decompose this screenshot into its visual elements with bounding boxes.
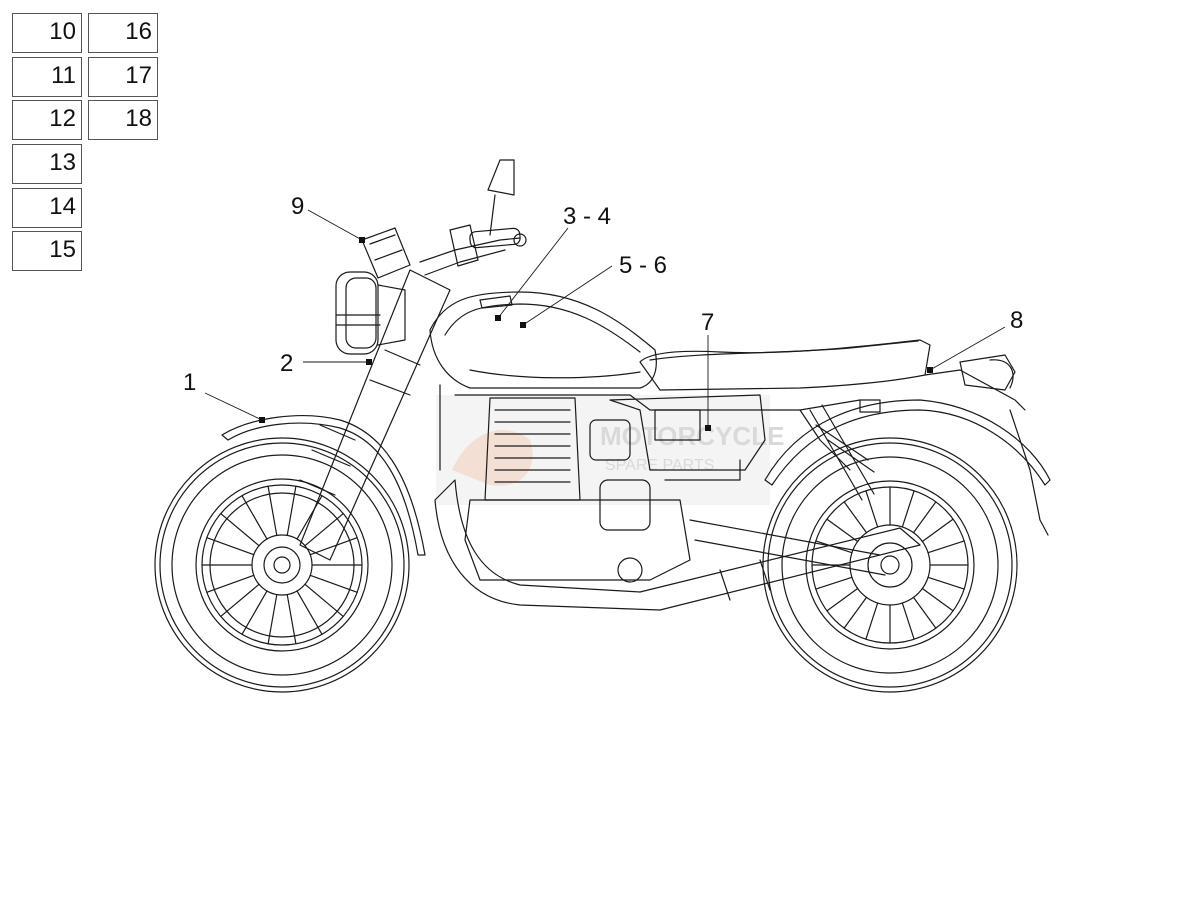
fuel-tank xyxy=(429,291,657,389)
seat xyxy=(639,339,931,391)
ref-box[interactable]: 11 xyxy=(12,57,82,97)
callout-label[interactable]: 8 xyxy=(1010,307,1023,334)
ref-box[interactable]: 13 xyxy=(12,144,82,184)
spoke xyxy=(901,602,915,640)
front-wheel xyxy=(154,437,410,693)
callout-label[interactable]: 5 - 6 xyxy=(619,252,667,279)
ref-box[interactable]: 16 xyxy=(88,13,158,53)
spoke xyxy=(843,596,868,629)
ref-box[interactable]: 18 xyxy=(88,100,158,140)
front-spokes xyxy=(201,485,363,645)
spoke xyxy=(865,490,879,528)
spoke xyxy=(296,590,323,635)
ref-box[interactable]: 17 xyxy=(88,57,158,97)
marker-1 xyxy=(259,417,265,423)
spoke xyxy=(912,596,937,629)
callout-markers xyxy=(259,237,933,431)
callout-labels: 1 2 3 - 4 5 - 6 7 8 9 xyxy=(183,193,1023,396)
spoke xyxy=(241,495,268,540)
rear-spokes xyxy=(811,486,969,644)
spoke xyxy=(826,587,859,612)
spoke xyxy=(921,518,954,543)
callout-label[interactable]: 9 xyxy=(291,193,304,220)
mirror xyxy=(487,159,515,236)
spoke xyxy=(220,583,260,618)
leader-line-5-6 xyxy=(522,265,613,326)
spoke xyxy=(309,537,358,556)
engine xyxy=(464,397,691,583)
callout-label[interactable]: 7 xyxy=(701,309,714,336)
spoke xyxy=(304,583,344,618)
ref-box[interactable]: 15 xyxy=(12,231,82,271)
handlebar xyxy=(419,224,527,276)
swingarm xyxy=(689,519,886,576)
front-fender xyxy=(221,415,426,556)
spoke xyxy=(220,512,260,547)
spoke xyxy=(267,593,278,645)
spoke xyxy=(927,540,965,554)
callout-label[interactable]: 1 xyxy=(183,369,196,396)
spoke xyxy=(206,574,255,593)
spoke xyxy=(901,490,915,528)
marker-5-6 xyxy=(520,322,526,328)
spoke xyxy=(843,501,868,534)
spoke xyxy=(206,537,255,556)
spoke xyxy=(865,602,879,640)
rear-shock xyxy=(809,404,875,501)
exhaust xyxy=(434,479,921,611)
spoke xyxy=(286,485,297,537)
instrument-cluster xyxy=(361,227,411,279)
leader-line-1 xyxy=(204,392,263,421)
leader-lines xyxy=(204,209,1006,428)
marker-7 xyxy=(705,425,711,431)
ref-box[interactable]: 12 xyxy=(12,100,82,140)
marker-9 xyxy=(359,237,365,243)
spoke xyxy=(296,495,323,540)
front-fork xyxy=(299,269,451,561)
watermark-text: MOTORCYCLE xyxy=(600,421,784,451)
spoke xyxy=(267,485,278,537)
rear-wheel xyxy=(762,437,1018,693)
marker-3-4 xyxy=(495,315,501,321)
spoke xyxy=(912,501,937,534)
spoke xyxy=(927,576,965,590)
headlight xyxy=(335,271,406,355)
callout-label[interactable]: 2 xyxy=(280,350,293,377)
leader-line-8 xyxy=(929,326,1006,371)
spoke xyxy=(304,512,344,547)
ref-box[interactable]: 10 xyxy=(12,13,82,53)
rear-fender xyxy=(764,369,1051,536)
spoke xyxy=(241,590,268,635)
spoke xyxy=(286,593,297,645)
leader-line-3-4 xyxy=(497,227,569,319)
marker-2 xyxy=(366,359,372,365)
leader-line-9 xyxy=(307,209,363,241)
marker-8 xyxy=(927,367,933,373)
watermark: MOTORCYCLE SPARE PARTS xyxy=(436,395,784,505)
spoke xyxy=(815,576,853,590)
spoke xyxy=(826,518,859,543)
ref-box[interactable]: 14 xyxy=(12,188,82,228)
tail-light xyxy=(959,354,1016,391)
callout-label[interactable]: 3 - 4 xyxy=(563,203,611,230)
frame-side-cover xyxy=(439,384,881,481)
spoke xyxy=(921,587,954,612)
spoke xyxy=(309,574,358,593)
